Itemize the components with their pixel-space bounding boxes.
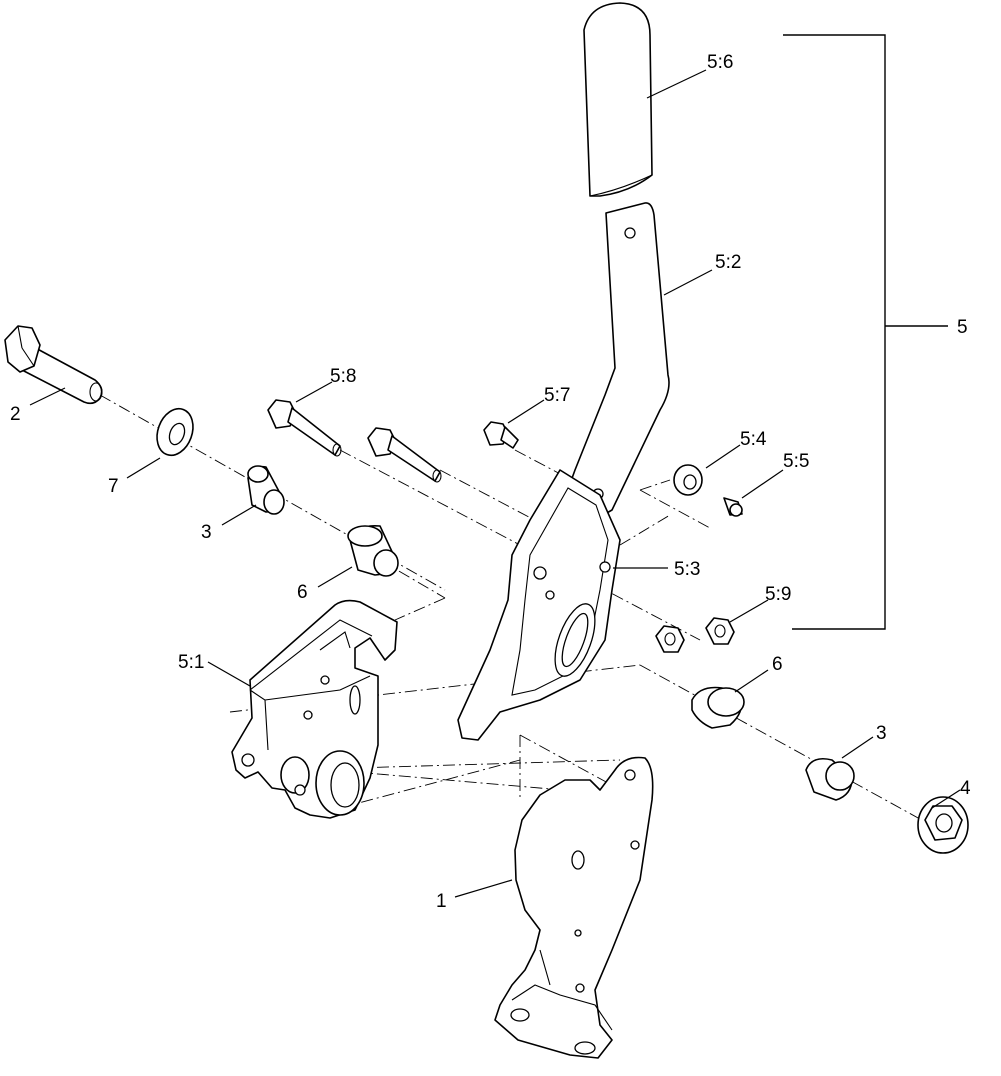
callout-5-5: 5:5 (783, 451, 809, 472)
part-6-left-bushing (347, 524, 399, 577)
callout-3-left: 3 (201, 522, 212, 543)
callout-3-right: 3 (876, 723, 887, 744)
callout-5-1: 5:1 (178, 652, 204, 673)
callout-2: 2 (10, 404, 21, 425)
part-3-right-spacer (805, 757, 855, 801)
part-5-5-pin (723, 497, 743, 517)
part-1-mount-plate (494, 756, 654, 1059)
callout-4: 4 (960, 778, 971, 799)
part-3-left-spacer (247, 465, 285, 515)
part-5-7-screw (483, 421, 519, 449)
callout-5-2: 5:2 (715, 252, 741, 273)
callout-5-6: 5:6 (707, 52, 733, 73)
part-7-washer (156, 407, 194, 457)
part-5-4-bushing (673, 464, 703, 496)
callout-5-4: 5:4 (740, 429, 767, 450)
callout-labels: 5:6 5:2 5 2 5:8 5:7 7 5:4 5:5 3 6 5:3 5:… (10, 52, 971, 912)
part-5-1-bracket (231, 599, 398, 819)
callout-1: 1 (436, 891, 447, 912)
callout-5: 5 (957, 317, 968, 338)
callout-6-left: 6 (297, 582, 308, 603)
callout-5-8: 5:8 (330, 366, 356, 387)
part-5-6-grip (583, 2, 653, 197)
callout-5-9: 5:9 (765, 584, 791, 605)
part-5-9-nuts (655, 617, 735, 653)
callout-6-right: 6 (772, 654, 783, 675)
callout-7: 7 (108, 476, 119, 497)
part-4-flange-nut (917, 796, 969, 854)
part-2-hex-bolt (4, 325, 103, 405)
part-5-8-bolts (267, 399, 442, 483)
callout-5-3: 5:3 (674, 559, 700, 580)
part-5-3-plate (457, 469, 621, 741)
leader-lines (29, 69, 961, 898)
part-6-right-bushing (691, 686, 745, 729)
callout-5-7: 5:7 (544, 385, 570, 406)
assembly-5-bracket (783, 34, 948, 630)
